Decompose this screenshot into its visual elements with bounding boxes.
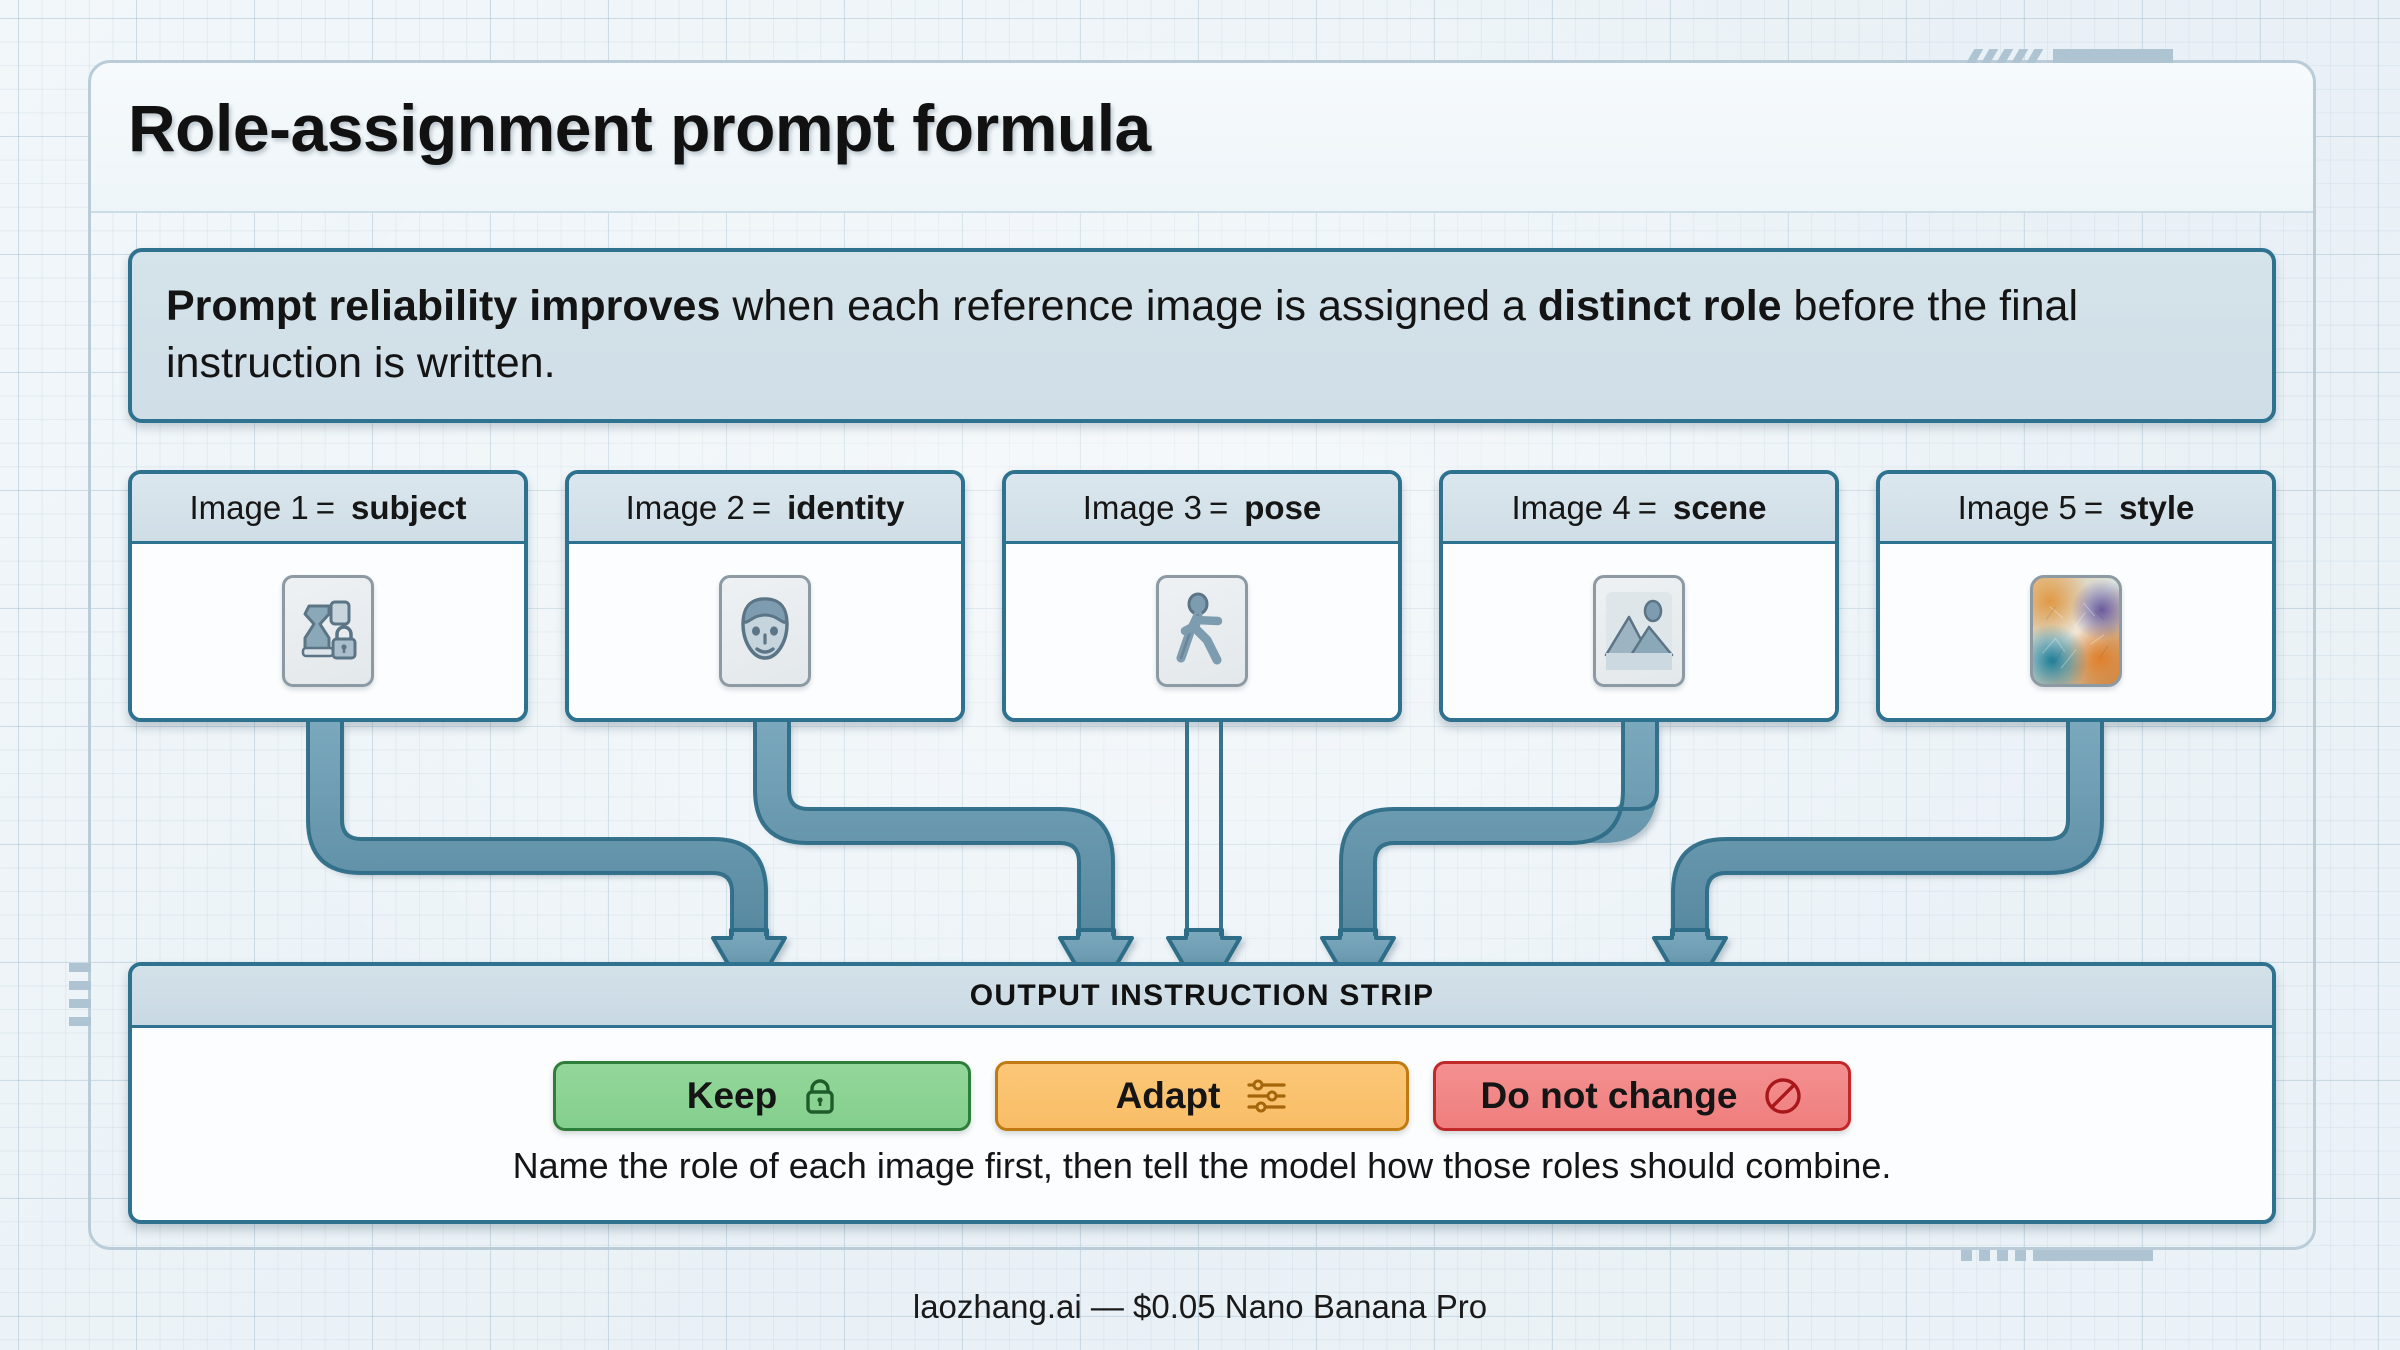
lead-bold-inline: distinct role: [1537, 282, 1782, 330]
pill-label-keep: Keep: [686, 1075, 778, 1116]
card-header-style: Image 5 = style: [1880, 474, 2272, 544]
title-bar: [91, 63, 2313, 213]
thumbnail-identity: [719, 575, 811, 687]
reference-card-scene[interactable]: Image 4 = scene: [1439, 470, 1839, 722]
card-body-subject: [132, 544, 524, 718]
card-equals: =: [2083, 488, 2104, 526]
lead-banner-text: Prompt reliability improves when each re…: [166, 278, 2238, 392]
lead-banner: Prompt reliability improves when each re…: [128, 248, 2276, 423]
directive-pill-row: Keep Adapt: [553, 1061, 1851, 1131]
thumbnail-style: [2030, 575, 2122, 687]
pill-adapt[interactable]: Adapt: [995, 1061, 1409, 1131]
prohibited-icon: [1763, 1076, 1803, 1116]
thumbnail-subject: [282, 575, 374, 687]
card-prefix: Image 5: [1957, 488, 2077, 526]
reference-card-identity[interactable]: Image 2 = identity: [565, 470, 965, 722]
output-strip-caption: Name the role of each image first, then …: [512, 1145, 1892, 1186]
reference-card-pose[interactable]: Image 3 = pose: [1002, 470, 1402, 722]
card-header-pose: Image 3 = pose: [1006, 474, 1398, 544]
card-equals: =: [1208, 488, 1229, 526]
pill-do-not-change[interactable]: Do not change: [1433, 1061, 1851, 1131]
footer-credit: laozhang.ai — $0.05 Nano Banana Pro: [912, 1288, 1488, 1325]
card-role: style: [2119, 488, 2195, 526]
card-prefix: Image 1: [189, 488, 309, 526]
lock-icon: [803, 1077, 837, 1115]
hud-mark-bottom-right: [1961, 1250, 2153, 1261]
lead-text-end: before the final instruction is written.: [166, 282, 2079, 387]
card-body-pose: [1006, 544, 1398, 718]
card-equals: =: [751, 488, 772, 526]
card-prefix: Image 2: [625, 488, 745, 526]
vase-lock-icon: [301, 600, 357, 660]
hud-mark-left: [69, 963, 91, 1026]
card-equals: =: [1637, 488, 1657, 526]
pill-label-adapt: Adapt: [1115, 1075, 1221, 1116]
page-title: Role-assignment prompt formula: [128, 91, 1151, 165]
card-role: identity: [787, 488, 905, 526]
style-swatch-icon: [2041, 602, 2109, 669]
card-header-identity: Image 2 = identity: [569, 474, 961, 544]
card-role: scene: [1672, 488, 1767, 526]
landscape-picture-icon: [1604, 592, 1674, 670]
reference-card-subject[interactable]: Image 1 = subject: [128, 470, 528, 722]
card-role: pose: [1244, 488, 1322, 526]
walking-person-icon: [1176, 592, 1223, 665]
hud-frame: [69, 49, 2316, 1261]
card-equals: =: [315, 488, 335, 526]
card-header-scene: Image 4 = scene: [1443, 474, 1835, 544]
lead-bold-prefix: Prompt reliability improves: [166, 282, 721, 330]
card-body-style: [1880, 544, 2272, 718]
card-body-identity: [569, 544, 961, 718]
lead-text-middle: when each reference image is assigned a: [720, 282, 1538, 330]
thumbnail-pose: [1156, 575, 1248, 687]
reference-card-row: Image 1 = subject: [128, 470, 2276, 722]
card-prefix: Image 4: [1511, 488, 1631, 526]
output-strip-header: OUTPUT INSTRUCTION STRIP: [132, 966, 2272, 1028]
face-icon: [741, 597, 789, 660]
pill-keep[interactable]: Keep: [553, 1061, 971, 1131]
card-body-scene: [1443, 544, 1835, 718]
reference-card-style[interactable]: Image 5 = style: [1876, 470, 2276, 722]
card-role: subject: [350, 488, 467, 526]
output-instruction-strip: OUTPUT INSTRUCTION STRIP Keep A: [128, 962, 2276, 1224]
pill-label-do-not-change: Do not change: [1480, 1075, 1738, 1116]
card-prefix: Image 3: [1082, 488, 1202, 526]
sliders-icon: [1246, 1078, 1288, 1114]
card-header-subject: Image 1 = subject: [132, 474, 524, 544]
thumbnail-scene: [1593, 575, 1685, 687]
output-strip-body: Keep Adapt: [132, 1028, 2272, 1220]
